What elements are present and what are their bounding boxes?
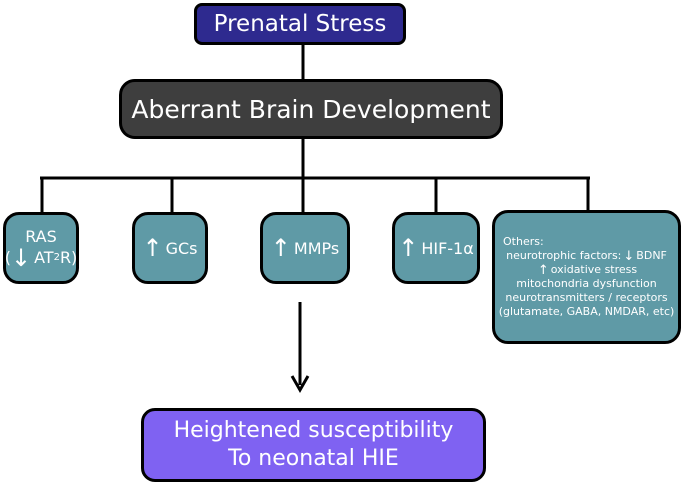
mmps-label: MMPs xyxy=(293,238,340,258)
down-arrow-icon: ↓ xyxy=(10,243,32,272)
neurotrophic-row: neurotrophic factors: ↓ BDNF xyxy=(503,249,670,263)
hif-label: HIF-1α xyxy=(421,238,474,258)
mitochondria-label: mitochondria dysfunction xyxy=(516,277,657,290)
oxidative-row: ↑ oxidative stress xyxy=(503,263,670,277)
at2r-subscript: 2 xyxy=(53,252,60,263)
outcome-line-1: Heightened susceptibility xyxy=(173,418,454,443)
gcs-label: GCs xyxy=(165,238,198,258)
at2r-prefix: AT xyxy=(34,248,54,267)
ras-open-paren: ( xyxy=(4,248,11,267)
up-arrow-icon: ↑ xyxy=(142,234,163,262)
ras-label: RAS xyxy=(25,226,57,246)
others-title-row: Others: xyxy=(503,235,670,249)
gcs-box: ↑ GCs xyxy=(132,212,208,284)
mitochondria-row: mitochondria dysfunction xyxy=(503,277,670,291)
examples-row: (glutamate, GABA, NMDAR, etc) xyxy=(499,305,675,319)
prenatal-stress-label: Prenatal Stress xyxy=(213,11,387,37)
oxidative-label: oxidative stress xyxy=(550,263,638,276)
neurotransmitters-label: neurotransmitters / receptors xyxy=(505,291,668,304)
aberrant-brain-development-label: Aberrant Brain Development xyxy=(131,94,491,124)
mmps-row: ↑ MMPs xyxy=(271,236,339,260)
neurotrophic-label: neurotrophic factors: xyxy=(506,249,622,262)
up-arrow-icon: ↑ xyxy=(270,234,291,262)
up-arrow-icon: ↑ xyxy=(537,262,549,278)
prenatal-stress-box: Prenatal Stress xyxy=(194,3,406,45)
bdnf-label: BDNF xyxy=(636,249,667,262)
down-arrow-icon: ↓ xyxy=(623,248,635,264)
gcs-row: ↑ GCs xyxy=(142,236,197,260)
mmps-box: ↑ MMPs xyxy=(260,212,350,284)
aberrant-brain-development-box: Aberrant Brain Development xyxy=(119,79,503,139)
up-arrow-icon: ↑ xyxy=(398,234,419,262)
examples-label: (glutamate, GABA, NMDAR, etc) xyxy=(498,305,675,318)
at2r-suffix: R) xyxy=(59,248,78,267)
outcome-box: Heightened susceptibility To neonatal HI… xyxy=(141,408,486,482)
ras-title-row: RAS xyxy=(25,227,57,246)
hif-box: ↑ HIF-1α xyxy=(392,212,480,284)
neurotransmitters-row: neurotransmitters / receptors xyxy=(503,291,670,305)
others-title: Others: xyxy=(503,235,544,248)
outcome-line-2: To neonatal HIE xyxy=(228,446,399,471)
hif-row: ↑ HIF-1α xyxy=(398,236,474,260)
others-box: Others: neurotrophic factors: ↓ BDNF ↑ o… xyxy=(492,210,681,344)
outcome-arrow-head xyxy=(290,375,310,394)
